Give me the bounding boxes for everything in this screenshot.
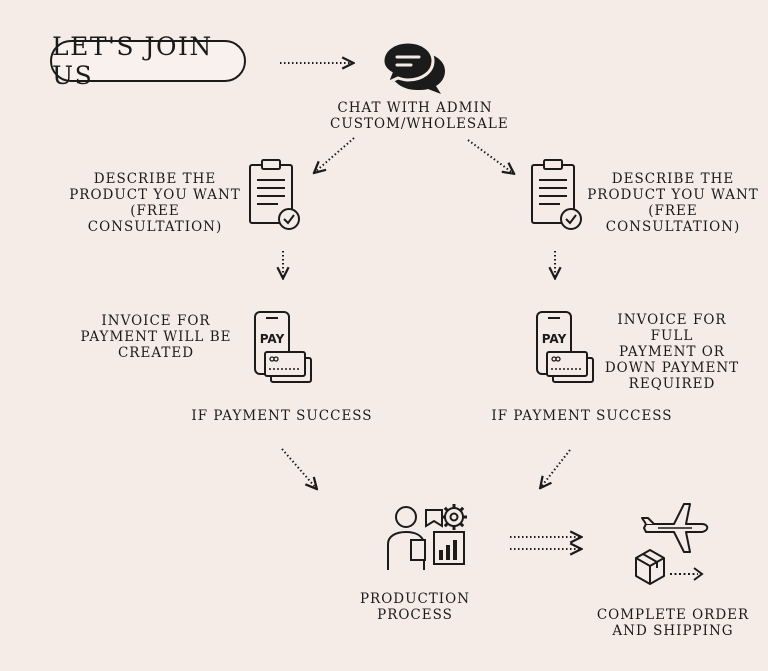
left-describe-line-3: (FREE CONSULTATION) — [87, 203, 223, 235]
left-describe-line-1: DESCRIBE THE — [93, 171, 217, 187]
shipping-line-2: AND SHIPPING — [612, 623, 734, 639]
right-describe-line-3: (FREE CONSULTATION) — [605, 203, 741, 235]
right-invoice-line-2: PAYMENT OR — [619, 344, 725, 360]
left-describe-line-2: PRODUCT YOU WANT — [69, 187, 241, 203]
arrow-right-success-to-production — [541, 449, 571, 487]
chat-bubbles-icon — [381, 40, 445, 98]
right-describe-line-1: DESCRIBE THE — [611, 171, 735, 187]
right-invoice-line-4: REQUIRED — [628, 376, 716, 392]
right-pay-label: PAY — [542, 332, 567, 346]
left-payment-success-label: IF PAYMENT SUCCESS — [191, 408, 373, 424]
right-describe-line-2: PRODUCT YOU WANT — [587, 187, 759, 203]
left-invoice-line-1: INVOICE FOR — [101, 313, 211, 329]
right-invoice-line-3: DOWN PAYMENT — [604, 360, 740, 376]
left-invoice-text: INVOICE FOR PAYMENT WILL BE CREATED — [80, 313, 232, 361]
production-worker-chart-icon — [386, 500, 472, 580]
right-invoice-line-1: INVOICE FOR FULL — [617, 312, 727, 344]
arrow-chat-to-right-describe — [467, 139, 513, 173]
left-pay-label: PAY — [260, 332, 285, 346]
chat-line-1: CHAT WITH ADMIN — [337, 100, 493, 116]
left-invoice-line-3: CREATED — [117, 345, 195, 361]
lets-join-us-badge: LET'S JOIN US — [50, 32, 246, 90]
lets-join-us-label: LET'S JOIN US — [52, 32, 213, 90]
chat-admin-label: CHAT WITH ADMIN CUSTOM/WHOLESALE — [330, 100, 509, 132]
right-payment-success-label: IF PAYMENT SUCCESS — [491, 408, 673, 424]
right-invoice-text: INVOICE FOR FULL PAYMENT OR DOWN PAYMENT… — [598, 312, 746, 392]
arrow-left-success-to-production — [281, 448, 316, 488]
left-describe-text: DESCRIBE THE PRODUCT YOU WANT (FREE CONS… — [65, 171, 245, 235]
arrow-chat-to-left-describe — [315, 137, 355, 172]
right-clipboard-check-icon — [530, 158, 584, 236]
production-process-label: PRODUCTION PROCESS — [358, 591, 472, 623]
right-pay-phone-card-icon: PAY — [535, 310, 597, 390]
left-pay-phone-card-icon: PAY — [253, 310, 315, 390]
left-invoice-line-2: PAYMENT WILL BE — [80, 329, 232, 345]
production-line-1: PRODUCTION — [359, 591, 471, 607]
production-line-2: PROCESS — [377, 607, 453, 623]
complete-order-shipping-label: COMPLETE ORDER AND SHIPPING — [596, 607, 750, 639]
right-describe-text: DESCRIBE THE PRODUCT YOU WANT (FREE CONS… — [582, 171, 764, 235]
plane-box-shipping-icon — [632, 502, 716, 592]
left-clipboard-check-icon — [248, 158, 302, 236]
chat-line-2: CUSTOM/WHOLESALE — [330, 116, 509, 132]
shipping-line-1: COMPLETE ORDER — [596, 607, 750, 623]
